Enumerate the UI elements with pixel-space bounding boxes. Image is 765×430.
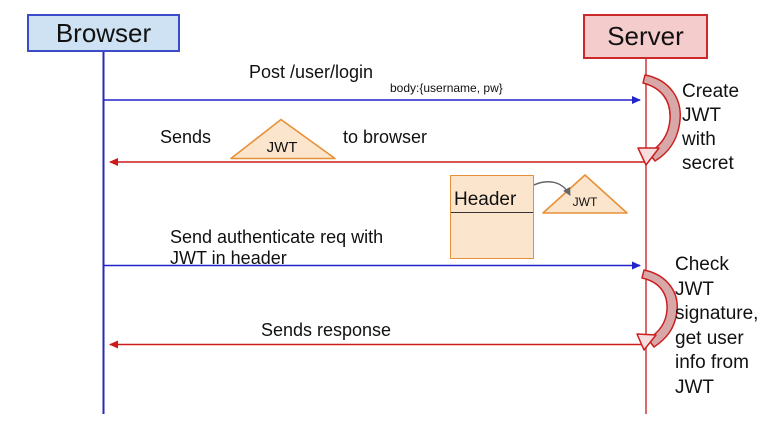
jwt-triangle-small-label: JWT (572, 195, 598, 209)
actor-browser-label: Browser (55, 17, 152, 48)
jwt-triangle-large (230, 118, 336, 160)
header-box: Header (450, 175, 534, 259)
actor-server-box: Server (583, 14, 708, 59)
self-arrow-check-jwt (636, 269, 678, 351)
self-arrow-create-jwt (637, 74, 681, 166)
message-sends-response-label: Sends response (260, 320, 392, 340)
message-post-login-body-label: body:{username, pw} (390, 81, 503, 95)
note-create-jwt: Create JWT with secret (682, 81, 740, 174)
message-authenticate-line2: JWT in header (170, 248, 287, 268)
message-sends-label: Sends (160, 127, 212, 147)
jwt-triangle-large-label: JWT (266, 139, 298, 156)
message-to-browser-label: to browser (343, 127, 428, 147)
note-check-jwt: Check JWT signature, get user info from … (675, 254, 759, 398)
actor-browser-box: Browser (27, 14, 180, 52)
header-box-title: Header (451, 176, 533, 213)
message-post-login-label: Post /user/login (248, 62, 374, 82)
actor-server-label: Server (607, 21, 684, 51)
message-authenticate-label: Send authenticate req with JWT in header (170, 227, 383, 269)
message-authenticate-line1: Send authenticate req with (170, 227, 384, 247)
